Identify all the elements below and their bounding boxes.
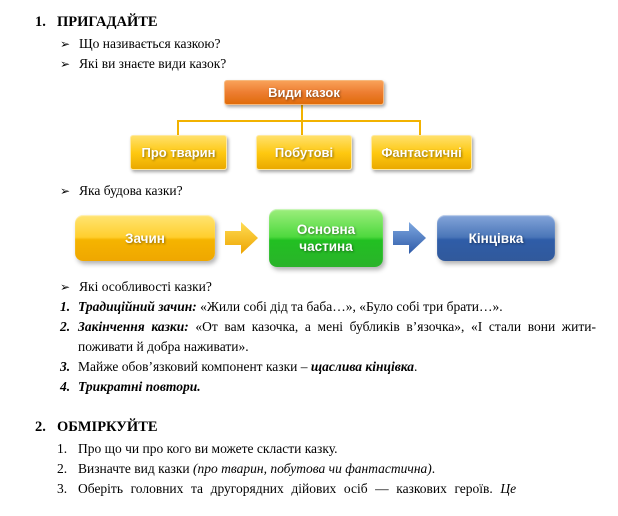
chart-child-box-animals: Про тварин xyxy=(130,135,227,170)
bullet-text: Які особливості казки? xyxy=(79,279,212,294)
item-text: Майже обов’язковий компонент казки – xyxy=(78,359,311,374)
bullet-item: ➢ Яка будова казки? xyxy=(60,181,596,201)
connector-line-vertical-left xyxy=(177,120,179,135)
item-number: 1. xyxy=(57,441,68,456)
section1-title: ПРИГАДАЙТЕ xyxy=(57,14,158,30)
flow-step-main-part: Основна частина xyxy=(269,209,383,267)
bullet-item: ➢ Які особливості казки? xyxy=(60,277,596,297)
item-text: . xyxy=(414,359,418,374)
bullet-item: ➢ Що називається казкою? xyxy=(60,34,596,54)
list-item: 3. Майже обов’язковий компонент казки – щ… xyxy=(60,357,596,377)
list-item: 2. Закінчення казки: «От вам казочка, а м… xyxy=(60,317,596,357)
connector-line-vertical-right xyxy=(419,120,421,135)
chart-child-box-fantastic: Фантастичні xyxy=(371,135,472,170)
section1-number: 1. xyxy=(35,14,46,30)
item-lead: Трикратні повтори. xyxy=(78,379,201,394)
think-over-list: 1. Про що чи про кого ви можете скласти к… xyxy=(0,439,618,499)
section1-heading: 1. ПРИГАДАЙТЕ xyxy=(35,12,618,32)
list-item: 4. Трикратні повтори. xyxy=(60,377,596,397)
arrow-bullet-icon: ➢ xyxy=(60,280,71,294)
item-number: 2. xyxy=(57,461,68,476)
arrow-bullet-icon: ➢ xyxy=(60,184,71,198)
connector-line-vertical-middle xyxy=(301,120,303,135)
flow-step-ending: Кінцівка xyxy=(437,215,555,261)
list-item: 3. Оберіть головних та другорядних дійови… xyxy=(57,479,596,499)
section2-heading: 2. ОБМІРКУЙТЕ xyxy=(35,417,618,437)
item-text: Оберіть головних та другорядних дійових … xyxy=(78,481,501,496)
connector-line-horizontal xyxy=(177,120,421,122)
list-item: 1. Традиційний зачин: «Жили собі дід та б… xyxy=(60,297,596,317)
fairy-tale-types-chart: Види казок Про тварин Побутові Фантастич… xyxy=(0,80,618,172)
arrow-bullet-icon: ➢ xyxy=(60,57,71,71)
fairy-tale-features-list: 1. Традиційний зачин: «Жили собі дід та б… xyxy=(0,297,618,397)
chart-root-box: Види казок xyxy=(224,80,384,105)
bullet-item: ➢ Які ви знаєте види казок? xyxy=(60,54,596,74)
item-text: Про що чи про кого ви можете скласти каз… xyxy=(78,441,338,456)
section2-number: 2. xyxy=(35,419,46,435)
arrow-right-icon xyxy=(393,222,426,254)
bullet-text: Які ви знаєте види казок? xyxy=(79,56,227,71)
list-item: 1. Про що чи про кого ви можете скласти к… xyxy=(57,439,596,459)
item-lead: Закінчення казки: xyxy=(78,319,189,334)
chart-child-box-everyday: Побутові xyxy=(256,135,352,170)
item-text: . xyxy=(431,461,436,476)
bullet-text: Що називається казкою? xyxy=(79,36,221,51)
item-text: Визначте вид казки xyxy=(78,461,193,476)
arrow-right-icon xyxy=(225,222,258,254)
bullet-text: Яка будова казки? xyxy=(79,183,183,198)
structure-flowchart: Зачин Основна частина Кінцівка xyxy=(75,209,618,267)
flow-step-opening: Зачин xyxy=(75,215,215,261)
item-number: 3. xyxy=(57,481,68,496)
section2-title: ОБМІРКУЙТЕ xyxy=(57,419,158,435)
list-item: 2. Визначте вид казки (про тварин, побуто… xyxy=(57,459,596,479)
arrow-bullet-icon: ➢ xyxy=(60,37,71,51)
item-emphasis: щаслива кінцівка xyxy=(310,359,415,374)
item-emphasis: Це xyxy=(500,481,517,496)
item-text: «Жили собі дід та баба…», «Було собі три… xyxy=(196,299,503,314)
item-number: 1. xyxy=(60,299,71,314)
connector-line-vertical-root xyxy=(301,103,303,120)
item-text: «От вам казочка, а мені бубликів в’язочк… xyxy=(78,319,596,354)
item-lead: Традиційний зачин: xyxy=(78,299,197,314)
item-emphasis: (про тварин, побутова чи фантастична) xyxy=(192,461,432,476)
item-number: 3. xyxy=(60,359,71,374)
item-number: 2. xyxy=(60,319,71,334)
item-number: 4. xyxy=(60,379,71,394)
